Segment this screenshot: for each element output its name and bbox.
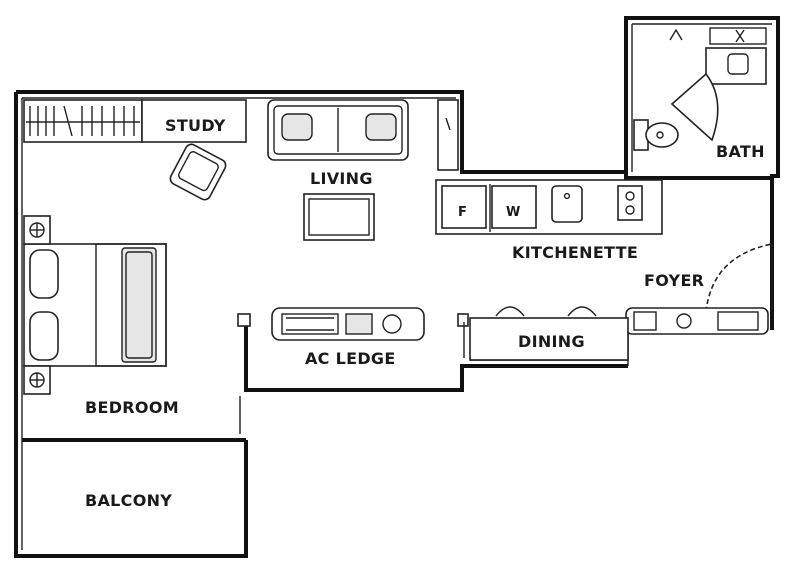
foyer-cabinet <box>625 307 769 335</box>
living-label: LIVING <box>310 169 373 188</box>
bed <box>23 243 167 367</box>
fridge-label: F <box>458 205 467 220</box>
ac-ledge-label: AC LEDGE <box>305 349 396 368</box>
exterior-walls <box>14 16 780 558</box>
tv-cabinet <box>437 99 459 171</box>
bath-fixtures <box>633 27 767 151</box>
study-label: STUDY <box>165 116 226 135</box>
kitchenette-label: KITCHENETTE <box>512 243 638 262</box>
ac-ledge-units <box>271 307 425 341</box>
balcony-label: BALCONY <box>85 491 172 510</box>
kitchen-counter <box>435 179 663 235</box>
washer-label: W <box>506 205 520 220</box>
armchair <box>169 143 227 201</box>
bath-label: BATH <box>716 142 765 161</box>
bedroom-label: BEDROOM <box>85 398 179 417</box>
sofa <box>267 99 409 161</box>
dining-table <box>469 306 629 361</box>
foyer-label: FOYER <box>644 271 704 290</box>
study-bookshelf <box>23 99 247 143</box>
dining-label: DINING <box>518 332 585 351</box>
bedside-tables <box>23 215 51 395</box>
coffee-table <box>303 193 375 241</box>
entrance-door <box>705 243 773 313</box>
